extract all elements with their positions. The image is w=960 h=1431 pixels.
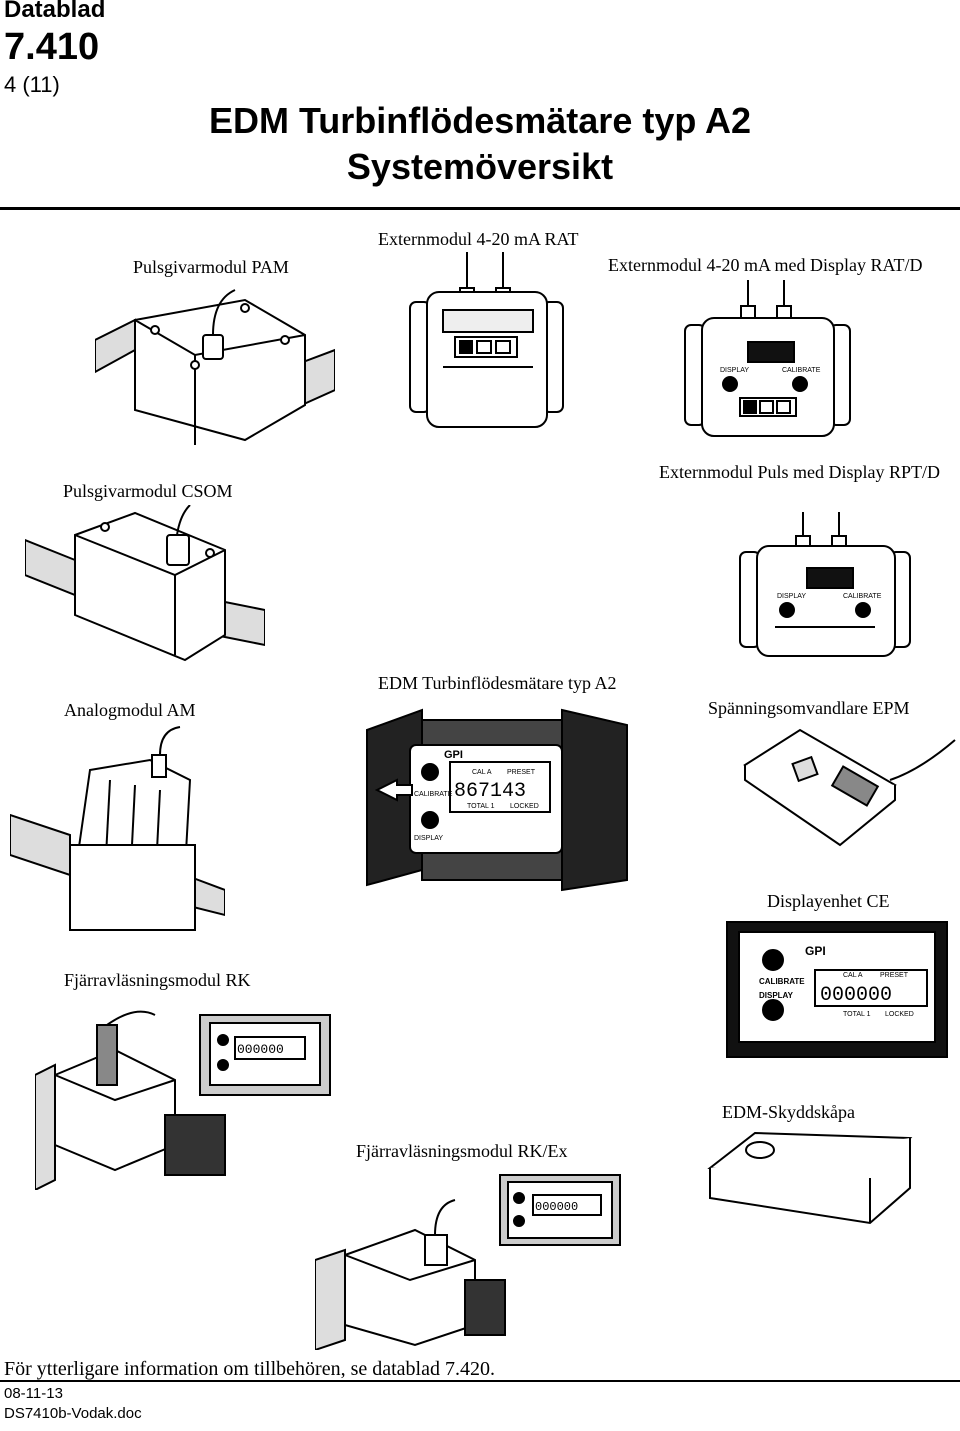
edm-preset-text: PRESET xyxy=(507,769,536,776)
edm-reading: 867143 xyxy=(454,780,526,803)
skyddskapa-illustration xyxy=(705,1128,915,1228)
epm-illustration xyxy=(740,725,960,865)
edm-display-text: DISPLAY xyxy=(414,835,443,842)
label-ratd: Externmodul 4-20 mA med Display RAT/D xyxy=(608,255,923,275)
rat-illustration xyxy=(405,252,570,432)
csom-illustration xyxy=(25,505,265,665)
ce-cal-a-text: CAL A xyxy=(843,972,863,979)
ce-reading: 000000 xyxy=(820,984,892,1007)
label-epm: Spänningsomvandlare EPM xyxy=(708,698,910,718)
label-rk: Fjärravläsningsmodul RK xyxy=(64,970,251,990)
footer-filename: DS7410b-Vodak.doc xyxy=(4,1405,142,1422)
ratd-illustration: DISPLAY CALIBRATE xyxy=(680,280,860,445)
label-ce: Displayenhet CE xyxy=(767,891,890,911)
footer-note: För ytterligare information om tillbehör… xyxy=(4,1358,495,1380)
label-rat: Externmodul 4-20 mA RAT xyxy=(378,229,579,249)
ce-locked-text: LOCKED xyxy=(885,1011,914,1018)
ce-total-text: TOTAL 1 xyxy=(843,1011,871,1018)
edm-calibrate-text: CALIBRATE xyxy=(414,791,453,798)
rptd-display-text: DISPLAY xyxy=(777,593,806,600)
label-csom: Pulsgivarmodul CSOM xyxy=(63,481,233,501)
edm-meter-illustration: GPI CALIBRATE DISPLAY CAL A PRESET 86714… xyxy=(362,700,632,895)
label-rkex: Fjärravläsningsmodul RK/Ex xyxy=(356,1141,568,1161)
ce-illustration: GPI CALIBRATE DISPLAY CAL A PRESET 00000… xyxy=(725,920,950,1060)
label-skydd: EDM-Skyddskåpa xyxy=(722,1102,855,1122)
rk-reading: 000000 xyxy=(237,1042,284,1057)
ratd-calibrate-text: CALIBRATE xyxy=(782,367,821,374)
header-divider xyxy=(0,207,960,210)
footer-divider xyxy=(0,1380,960,1382)
page-number: 4 (11) xyxy=(4,72,60,97)
label-pam: Pulsgivarmodul PAM xyxy=(133,257,289,277)
rkex-illustration: 000000 xyxy=(315,1165,630,1350)
document-number: 7.410 xyxy=(4,26,100,68)
document-type: Datablad xyxy=(4,0,106,23)
page-title: EDM Turbinflödesmätare typ A2 xyxy=(208,100,752,141)
rkex-reading: 000000 xyxy=(535,1200,578,1214)
edm-brand-text: GPI xyxy=(444,749,463,761)
label-rptd: Externmodul Puls med Display RPT/D xyxy=(659,462,940,482)
ce-brand-text: GPI xyxy=(805,944,826,958)
rptd-illustration: DISPLAY CALIBRATE xyxy=(735,512,920,667)
page-subtitle: Systemöversikt xyxy=(346,146,614,187)
am-illustration xyxy=(10,725,225,935)
rk-illustration: 000000 xyxy=(35,995,355,1190)
label-edm: EDM Turbinflödesmätare typ A2 xyxy=(378,673,617,693)
edm-cal-a-text: CAL A xyxy=(472,769,492,776)
rptd-calibrate-text: CALIBRATE xyxy=(843,593,882,600)
ce-calibrate-text: CALIBRATE xyxy=(759,977,805,986)
pam-illustration xyxy=(95,280,335,450)
edm-locked-text: LOCKED xyxy=(510,803,539,810)
label-am: Analogmodul AM xyxy=(64,700,196,720)
ratd-display-text: DISPLAY xyxy=(720,367,749,374)
footer-date: 08-11-13 xyxy=(4,1385,63,1402)
edm-total-text: TOTAL 1 xyxy=(467,803,495,810)
ce-display-text: DISPLAY xyxy=(759,991,794,1000)
ce-preset-text: PRESET xyxy=(880,972,909,979)
